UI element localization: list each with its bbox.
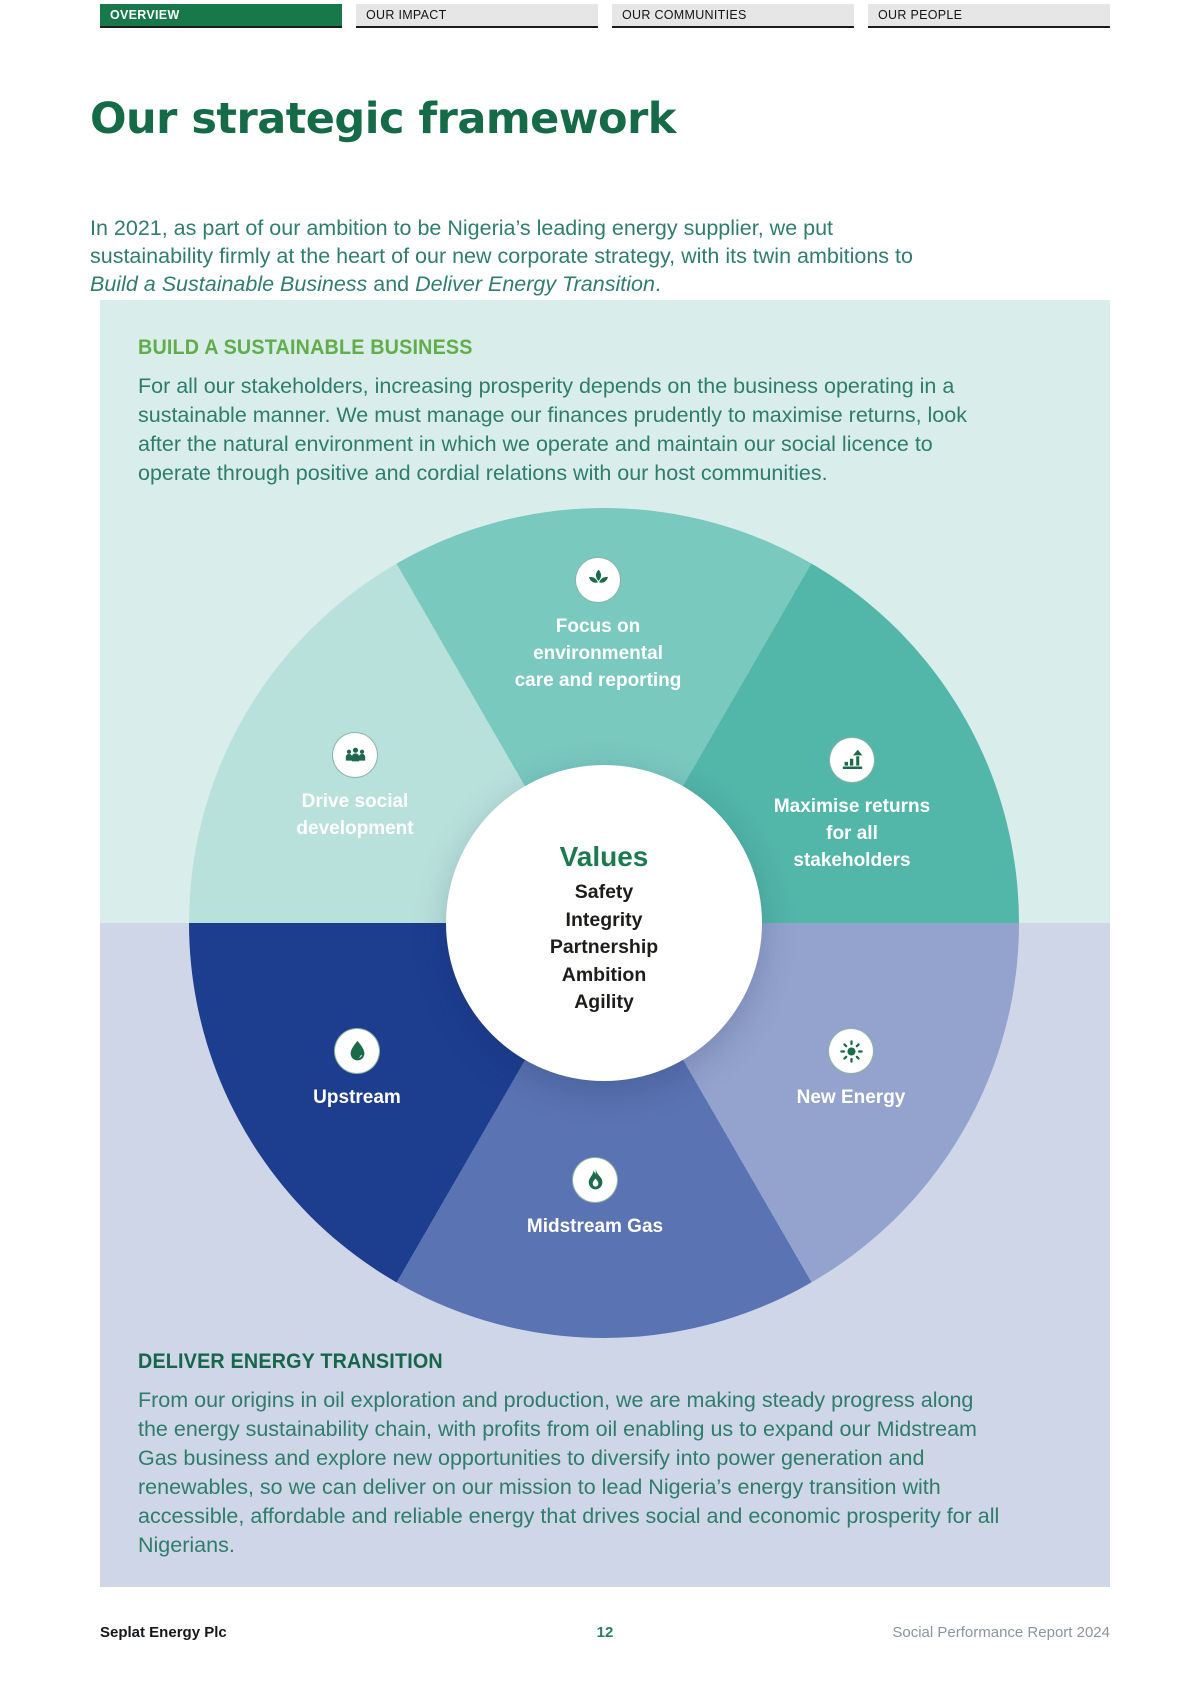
wheel-segment-label: Maximise returns for all stakeholders <box>773 796 931 871</box>
wheel-segment-label: Upstream <box>313 1087 401 1108</box>
deliver-energy-transition-body: From our origins in oil exploration and … <box>138 1388 1000 1557</box>
values-hub: Values Safety Integrity Partnership Ambi… <box>446 765 762 1081</box>
wheel-segment-environmental-care: Focus on environmental care and reportin… <box>513 557 683 694</box>
strategy-panel: BUILD A SUSTAINABLE BUSINESS For all our… <box>100 300 1110 1587</box>
tab-overview[interactable]: OVERVIEW <box>100 4 342 28</box>
intro-text-mid: and <box>367 271 416 296</box>
footer-report-title: Social Performance Report 2024 <box>892 1624 1110 1641</box>
value-item-partnership: Partnership <box>549 936 659 958</box>
wheel-segment-maximise-returns: Maximise returns for all stakeholders <box>772 737 932 874</box>
page-footer: Seplat Energy Plc 12 Social Performance … <box>100 1624 1110 1641</box>
wheel-segment-drive-social-development: Drive social development <box>280 732 430 842</box>
intro-text-end: . <box>654 271 661 296</box>
wheel-segment-label: Drive social development <box>296 791 414 839</box>
intro-italic-deliver: Deliver Energy Transition <box>415 271 655 296</box>
value-item-ambition: Ambition <box>561 963 647 986</box>
footer-page-number: 12 <box>596 1624 614 1641</box>
intro-text: In 2021, as part of our ambition to be N… <box>90 215 913 268</box>
value-item-integrity: Integrity <box>565 908 643 931</box>
values-title: Values <box>559 841 649 872</box>
wheel-segment-upstream: Upstream <box>257 1028 457 1111</box>
leaves-icon <box>575 557 621 603</box>
flame-icon <box>572 1157 618 1203</box>
wheel-segment-midstream-gas: Midstream Gas <box>465 1157 725 1240</box>
tab-our-communities[interactable]: OUR COMMUNITIES <box>612 4 854 28</box>
tab-our-impact[interactable]: OUR IMPACT <box>356 4 598 28</box>
build-sustainable-business-body: For all our stakeholders, increasing pro… <box>138 374 967 485</box>
top-nav: OVERVIEW OUR IMPACT OUR COMMUNITIES OUR … <box>100 4 1110 28</box>
intro-italic-build: Build a Sustainable Business <box>90 271 368 296</box>
build-sustainable-business-heading: BUILD A SUSTAINABLE BUSINESS <box>138 336 473 359</box>
bar-chart-growth-icon <box>829 737 875 783</box>
wheel-segment-label: Midstream Gas <box>526 1216 664 1237</box>
value-item-agility: Agility <box>574 991 634 1013</box>
page-title: Our strategic framework <box>90 94 676 144</box>
people-icon <box>332 732 378 778</box>
tab-our-people[interactable]: OUR PEOPLE <box>868 4 1110 28</box>
deliver-energy-transition-heading: DELIVER ENERGY TRANSITION <box>138 1350 443 1373</box>
wheel-segment-label: Focus on environmental care and reportin… <box>514 616 682 691</box>
droplet-icon <box>334 1028 380 1074</box>
sun-icon <box>828 1028 874 1074</box>
footer-company-name: Seplat Energy Plc <box>100 1624 227 1641</box>
value-item-safety: Safety <box>574 881 634 903</box>
intro-paragraph: In 2021, as part of our ambition to be N… <box>90 214 950 298</box>
wheel-segment-label: New Energy <box>796 1087 906 1108</box>
strategy-wheel-diagram: Focus on environmental care and reportin… <box>189 508 1019 1338</box>
wheel-segment-new-energy: New Energy <box>741 1028 961 1111</box>
